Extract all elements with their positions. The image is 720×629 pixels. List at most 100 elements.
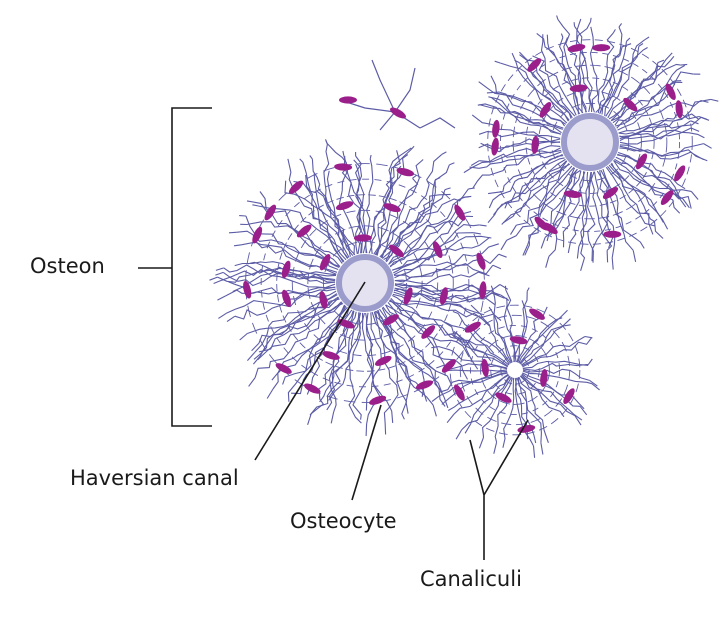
canaliculus-branch bbox=[632, 250, 637, 263]
canaliculus bbox=[457, 313, 510, 365]
canaliculus-branch bbox=[441, 397, 450, 405]
osteocyte bbox=[243, 280, 252, 299]
canaliculus-branch bbox=[251, 342, 260, 352]
canaliculus-branch bbox=[584, 335, 593, 339]
canaliculus bbox=[470, 375, 510, 424]
lamella-link bbox=[512, 64, 668, 220]
canaliculus bbox=[494, 377, 513, 443]
osteocyte bbox=[390, 107, 406, 119]
canaliculus bbox=[439, 371, 508, 397]
canaliculus bbox=[522, 370, 593, 385]
canaliculus-branch bbox=[500, 239, 508, 251]
canaliculus bbox=[388, 300, 468, 380]
osteocyte bbox=[539, 102, 552, 118]
canaliculus-branch bbox=[589, 17, 592, 22]
canaliculus-branch bbox=[246, 352, 255, 361]
osteocyte bbox=[304, 383, 321, 394]
canaliculus-branch bbox=[638, 43, 644, 47]
canaliculus bbox=[503, 301, 516, 363]
canaliculus-branch bbox=[464, 423, 472, 434]
canaliculus-branch bbox=[591, 383, 600, 391]
canaliculus-branch bbox=[252, 204, 259, 207]
canaliculus bbox=[617, 153, 692, 209]
canaliculus bbox=[445, 321, 510, 366]
canaliculus-branch bbox=[452, 310, 459, 315]
osteocyte bbox=[665, 83, 676, 101]
osteocyte bbox=[495, 392, 512, 403]
osteocyte bbox=[454, 384, 465, 401]
canaliculus-branch bbox=[468, 187, 475, 190]
canaliculus-branch bbox=[233, 244, 242, 247]
canaliculus-branch bbox=[700, 116, 710, 121]
osteocyte bbox=[383, 203, 401, 213]
canaliculus bbox=[470, 304, 512, 364]
canaliculus bbox=[490, 75, 567, 125]
canaliculus bbox=[247, 297, 340, 335]
osteocyte-label: Osteocyte bbox=[290, 509, 397, 533]
leader-lines bbox=[138, 107, 529, 560]
canaliculus-branch bbox=[648, 223, 654, 235]
osteocyte bbox=[635, 153, 648, 170]
canaliculus-branch bbox=[449, 162, 455, 166]
canaliculus-branch bbox=[342, 150, 345, 156]
canaliculus bbox=[519, 54, 573, 119]
osteocyte bbox=[281, 260, 291, 279]
canaliculus bbox=[438, 346, 508, 370]
canaliculus bbox=[472, 145, 561, 189]
canaliculus-branch bbox=[479, 224, 487, 227]
osteocyte bbox=[282, 289, 291, 307]
canaliculus bbox=[610, 63, 681, 122]
canaliculus bbox=[302, 162, 351, 257]
canaliculus bbox=[443, 363, 508, 370]
canaliculus-branch bbox=[490, 285, 494, 290]
canaliculus bbox=[563, 37, 587, 113]
canaliculus-branch bbox=[209, 276, 218, 281]
canaliculus-branch bbox=[234, 262, 243, 267]
canaliculus bbox=[222, 271, 336, 287]
canaliculus-branch bbox=[494, 60, 501, 64]
canaliculus bbox=[394, 283, 488, 300]
osteocyte bbox=[476, 252, 486, 270]
canaliculus-branch bbox=[436, 364, 445, 369]
canaliculus-branch bbox=[431, 346, 439, 349]
lamella-link bbox=[490, 345, 540, 395]
canaliculus bbox=[536, 32, 579, 115]
canaliculus bbox=[595, 32, 615, 113]
canaliculus bbox=[589, 26, 599, 113]
canaliculus-branch bbox=[481, 318, 490, 327]
canaliculus-branch bbox=[478, 437, 485, 449]
canaliculus bbox=[373, 311, 412, 403]
canaliculus-branch bbox=[410, 145, 415, 150]
osteocyte bbox=[319, 291, 328, 309]
osteocyte bbox=[491, 137, 499, 156]
canaliculus bbox=[522, 372, 585, 410]
canaliculus bbox=[393, 261, 494, 276]
canaliculus bbox=[580, 171, 590, 271]
osteocyte bbox=[441, 359, 456, 373]
canaliculus bbox=[519, 309, 568, 364]
canaliculus bbox=[394, 67, 416, 113]
canaliculus-branch bbox=[213, 279, 222, 285]
canaliculus-branch bbox=[248, 377, 256, 387]
canaliculus bbox=[313, 173, 356, 256]
canaliculus bbox=[501, 163, 570, 225]
canaliculus bbox=[522, 360, 589, 369]
canaliculus bbox=[618, 129, 705, 139]
canaliculus-branch bbox=[540, 237, 546, 249]
canaliculus bbox=[602, 168, 634, 251]
canaliculus bbox=[516, 300, 528, 363]
canaliculus bbox=[375, 310, 434, 406]
canaliculus bbox=[522, 358, 593, 371]
canaliculus bbox=[390, 297, 487, 346]
canaliculus-branch bbox=[405, 401, 409, 414]
osteocyte bbox=[396, 167, 415, 177]
canaliculus-branch bbox=[228, 231, 237, 234]
canaliculus bbox=[619, 127, 692, 145]
canaliculus bbox=[371, 59, 396, 113]
canaliculus bbox=[502, 377, 515, 448]
canaliculus-branch bbox=[579, 405, 588, 416]
canaliculus bbox=[387, 301, 473, 361]
canaliculus-branch bbox=[524, 244, 531, 256]
